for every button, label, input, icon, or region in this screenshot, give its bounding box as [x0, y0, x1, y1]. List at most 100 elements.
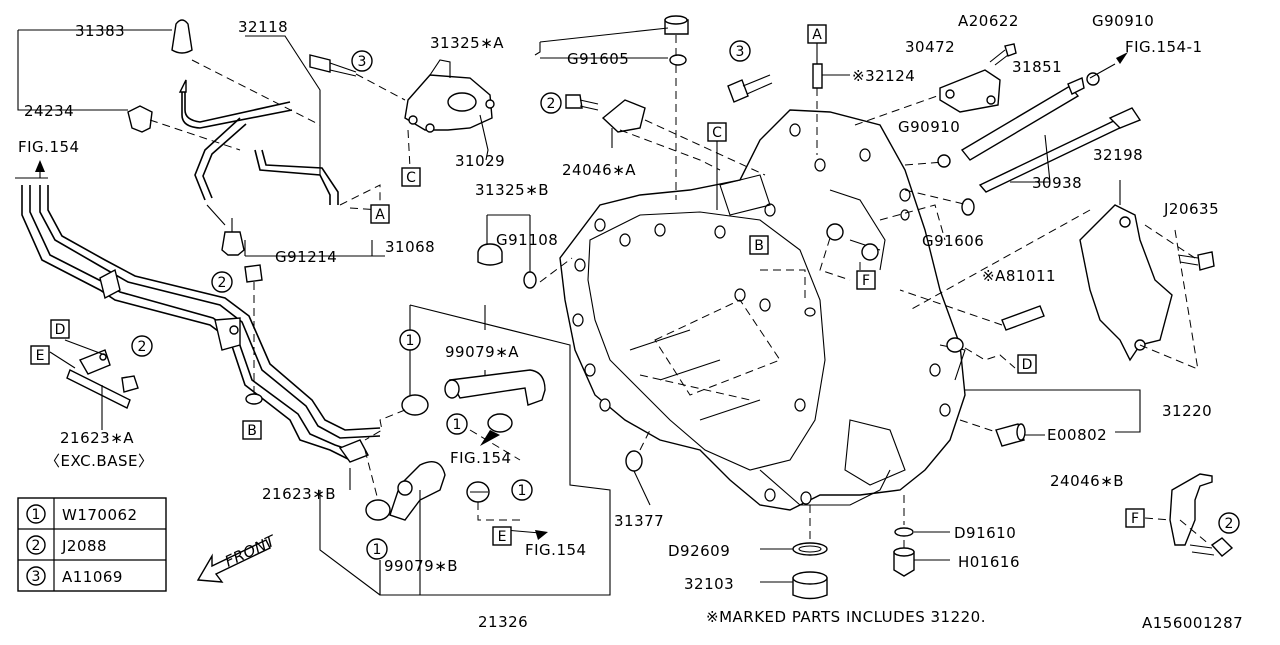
- diagram-id: A156001287: [1142, 614, 1243, 632]
- label-a81011: ※A81011: [982, 267, 1056, 285]
- stud-a81011: [899, 289, 1045, 331]
- case-31220: [946, 337, 1141, 447]
- svg-text:J2088: J2088: [61, 537, 107, 555]
- label-j20635: J20635: [1163, 200, 1219, 218]
- legend-row: 3 A11069: [26, 566, 123, 586]
- svg-text:A: A: [812, 27, 822, 43]
- label-g91606: G91606: [922, 232, 984, 250]
- front-arrow: [196, 539, 271, 583]
- hose-assembly-21326: [319, 304, 611, 596]
- legend-table: 1 W170062 2 J2088 3 A11069: [17, 497, 167, 592]
- svg-text:C: C: [406, 170, 416, 186]
- breather-hose-assembly: [17, 19, 381, 256]
- ref-box-D-left: D: [50, 319, 70, 339]
- svg-text:D: D: [55, 322, 66, 338]
- cooler-pipes: [15, 172, 381, 463]
- svg-text:D: D: [1022, 357, 1033, 373]
- label-a20622: A20622: [958, 12, 1019, 30]
- ref-box-A-lower: A: [370, 204, 390, 224]
- svg-text:A: A: [375, 207, 385, 223]
- callout-1-99079a-left: 1: [399, 329, 421, 351]
- callout-1-99079b-right: 1: [511, 479, 533, 501]
- callout-3-bolt-right: 3: [729, 40, 751, 62]
- label-31068: 31068: [385, 238, 435, 256]
- ref-box-E-left: E: [30, 345, 50, 365]
- label-exc-base: 〈EXC.BASE〉: [45, 452, 153, 470]
- svg-text:1: 1: [32, 507, 41, 523]
- part-labels: 31383 32118 24234 FIG.154 31325∗A G91605…: [18, 12, 1219, 631]
- svg-text:F: F: [862, 273, 870, 289]
- label-21623b: 21623∗B: [262, 485, 336, 503]
- svg-text:1: 1: [453, 417, 462, 433]
- label-g91214: G91214: [275, 248, 337, 266]
- bracket-32198: [909, 180, 1215, 371]
- label-24046b: 24046∗B: [1050, 472, 1124, 490]
- label-31383: 31383: [75, 22, 125, 40]
- svg-text:B: B: [754, 238, 764, 254]
- fig154-left-arrow: [35, 160, 45, 172]
- ref-box-B-case: B: [749, 235, 769, 255]
- callout-2-21623a: 2: [131, 335, 153, 357]
- transmission-case: [559, 109, 966, 511]
- label-e00802: E00802: [1047, 426, 1107, 444]
- label-31325b: 31325∗B: [475, 181, 549, 199]
- callout-2-24046a: 2: [540, 92, 562, 114]
- label-32124: ※32124: [852, 67, 915, 85]
- svg-text:2: 2: [547, 96, 556, 112]
- svg-text:1: 1: [518, 483, 527, 499]
- svg-text:A11069: A11069: [62, 568, 123, 586]
- ref-box-C-left: C: [401, 167, 421, 187]
- label-fig154-left: FIG.154: [18, 138, 80, 156]
- ref-box-D-right: D: [1017, 354, 1037, 374]
- plug-31325a: [534, 15, 689, 200]
- label-h01616: H01616: [958, 553, 1020, 571]
- svg-text:3: 3: [358, 54, 367, 70]
- label-g91605: G91605: [567, 50, 629, 68]
- legend-row: 2 J2088: [26, 535, 107, 555]
- svg-text:E: E: [498, 529, 507, 545]
- svg-text:2: 2: [32, 538, 41, 554]
- label-d92609: D92609: [668, 542, 730, 560]
- svg-text:1: 1: [373, 542, 382, 558]
- bracket-24046b: [1144, 473, 1234, 557]
- callout-2-bolt-pipe: 2: [211, 271, 233, 293]
- svg-text:3: 3: [32, 569, 41, 585]
- fig154-1-arrow: [1116, 52, 1128, 64]
- svg-text:2: 2: [218, 275, 227, 291]
- ref-box-F-right: F: [1125, 508, 1145, 528]
- label-fig154-bottom: FIG.154: [525, 541, 587, 559]
- bracket-31029: [309, 54, 495, 169]
- label-31377: 31377: [614, 512, 664, 530]
- svg-text:2: 2: [1225, 516, 1234, 532]
- label-31029: 31029: [455, 152, 505, 170]
- svg-text:3: 3: [736, 44, 745, 60]
- label-21326: 21326: [478, 613, 528, 631]
- svg-text:W170062: W170062: [62, 506, 138, 524]
- drain-parts: [625, 429, 950, 600]
- svg-text:F: F: [1131, 511, 1139, 527]
- label-99079b: 99079∗B: [384, 557, 458, 575]
- footnote: ※MARKED PARTS INCLUDES 31220.: [706, 608, 986, 626]
- label-leaders: [244, 240, 385, 490]
- ref-box-E-bottom: E: [492, 526, 512, 546]
- svg-text:E: E: [36, 348, 45, 364]
- label-fig154-1: FIG.154-1: [1125, 38, 1203, 56]
- ref-box-C-center: C: [707, 122, 727, 210]
- label-g90910-mid: G90910: [898, 118, 960, 136]
- ref-box-A-upper: A: [807, 24, 827, 64]
- label-d91610: D91610: [954, 524, 1016, 542]
- label-32103: 32103: [684, 575, 734, 593]
- svg-text:2: 2: [138, 339, 147, 355]
- label-g91108: G91108: [496, 231, 558, 249]
- callout-1-99079a-right: 1: [446, 413, 468, 435]
- label-99079a: 99079∗A: [445, 343, 519, 361]
- label-30938: 30938: [1032, 174, 1082, 192]
- label-30472: 30472: [905, 38, 955, 56]
- label-24046a: 24046∗A: [562, 161, 636, 179]
- svg-text:1: 1: [406, 333, 415, 349]
- callout-3-bolt-left: 3: [351, 50, 373, 72]
- label-21623a: 21623∗A: [60, 429, 134, 447]
- ref-box-F-case: F: [856, 270, 876, 290]
- callout-2-24046b: 2: [1218, 512, 1240, 534]
